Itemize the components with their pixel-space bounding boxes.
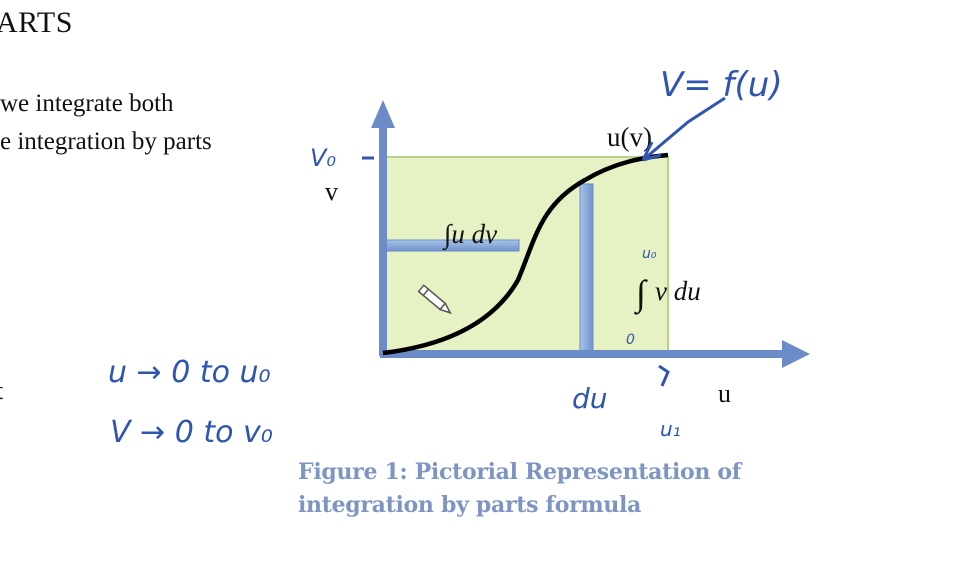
body-text-line-1: we integrate both: [0, 90, 174, 117]
integral-sign-vdu: ∫: [634, 273, 648, 315]
annotation-lower-limit: 0: [626, 332, 635, 348]
caption-line-2: integration by parts formula: [298, 492, 642, 518]
caption-line-1: Figure 1: Pictorial Representation of: [298, 459, 741, 485]
pencil-icon[interactable]: [417, 284, 453, 316]
annotation-v-equals-f: V= f(u): [660, 65, 783, 105]
annotation-v-range: V → 0 to v₀: [110, 415, 273, 450]
slide-heading: ARTS: [0, 6, 73, 39]
body-text-line-2: e integration by parts: [0, 128, 212, 155]
annotation-u1: u₁: [660, 417, 681, 441]
annotation-v0: V₀: [310, 144, 336, 172]
curve-label: u(v): [607, 122, 652, 152]
handwritten-annotations: V= f(u) V₀ du u₀ 0 u₁ u → 0 to u₀ V → 0 …: [108, 65, 783, 450]
integral-v-du-label: v du: [655, 276, 701, 306]
x-axis-label: u: [718, 379, 731, 408]
annotation-upper-limit: u₀: [642, 246, 657, 262]
annotation-u-range: u → 0 to u₀: [108, 355, 271, 390]
annotation-du: du: [572, 382, 608, 415]
figure-caption: Figure 1: Pictorial Representation of in…: [298, 456, 741, 522]
x-axis: [380, 340, 810, 368]
y-axis-label: v: [325, 177, 338, 206]
integral-u-dv-label: ∫u dv: [442, 219, 497, 251]
ink-arrow: [641, 96, 726, 162]
curve-u-of-v: [382, 152, 669, 356]
body-text-fragment: t: [0, 376, 3, 406]
y-axis: [371, 100, 395, 356]
vertical-strip-vdu: [579, 183, 594, 355]
